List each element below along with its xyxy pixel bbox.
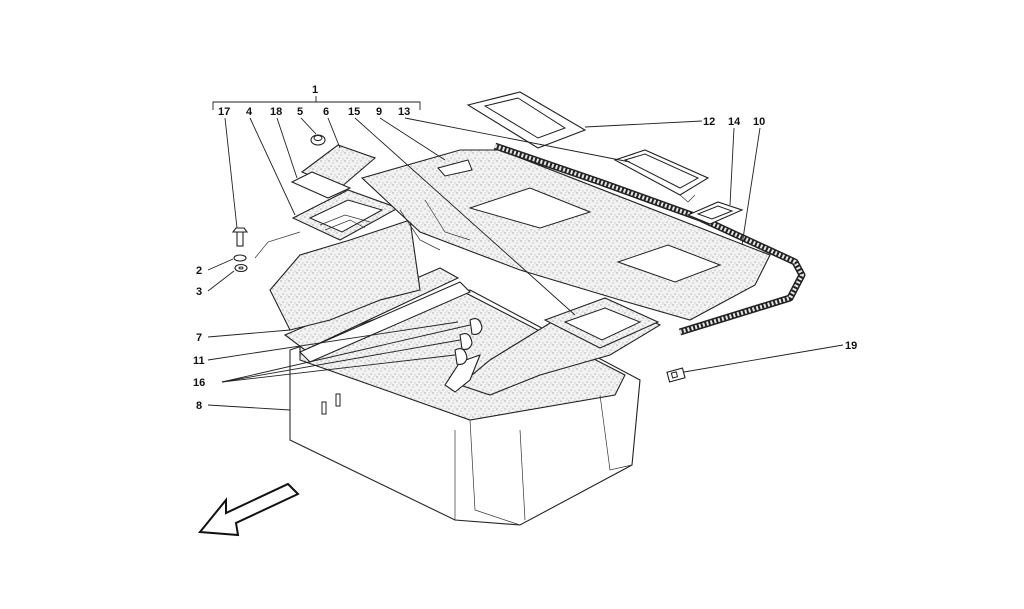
callout-14: 14 [728, 116, 741, 128]
callout-2: 2 [196, 265, 202, 277]
center-console [444, 297, 662, 396]
seal-strip [493, 142, 806, 336]
clip [666, 367, 686, 383]
callout-1: 1 [312, 84, 318, 96]
screw-assembly [231, 227, 301, 273]
callout-8: 8 [196, 400, 202, 412]
callout-12: 12 [703, 116, 715, 128]
small-cover [290, 144, 377, 199]
small-frame [686, 201, 744, 225]
callout-16: 16 [193, 377, 205, 389]
hinge-brackets [454, 318, 483, 365]
callout-3: 3 [196, 286, 202, 298]
callout-18: 18 [270, 106, 282, 118]
callout-10: 10 [753, 116, 765, 128]
upper-carpet-panel [360, 149, 771, 321]
callout-13: 13 [398, 106, 410, 118]
callout-7: 7 [196, 332, 202, 344]
vent-frame [466, 91, 587, 149]
callout-labels: 1 17 4 18 5 6 15 9 13 12 14 10 2 3 7 11 … [193, 84, 857, 412]
callout-17: 17 [218, 106, 230, 118]
left-arch-panel [269, 189, 421, 331]
callout-6: 6 [323, 106, 329, 118]
grommet [310, 134, 326, 146]
callout-9: 9 [376, 106, 382, 118]
callout-4: 4 [246, 106, 253, 118]
callout-19: 19 [845, 340, 857, 352]
cover-plate [613, 149, 710, 203]
callout-11: 11 [193, 355, 205, 367]
callout-5: 5 [297, 106, 303, 118]
arrow-icon [198, 482, 300, 537]
callout-15: 15 [348, 106, 360, 118]
leader-lines [207, 96, 844, 411]
